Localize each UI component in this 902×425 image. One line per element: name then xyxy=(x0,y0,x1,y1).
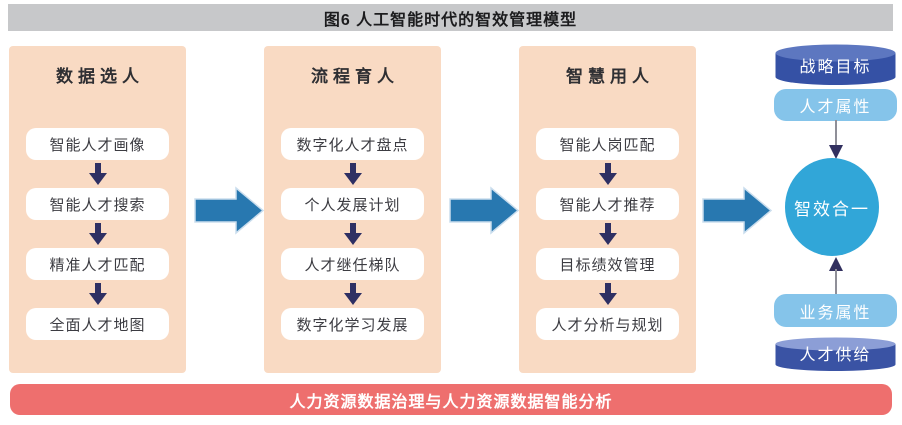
panel-process-development: 流程育人 数字化人才盘点 个人发展计划 人才继任梯队 数字化学习发展 xyxy=(264,46,441,373)
flow-step: 人才继任梯队 xyxy=(281,248,424,280)
figure-title: 图6 人工智能时代的智效管理模型 xyxy=(8,4,893,31)
flow-step: 人才分析与规划 xyxy=(536,308,679,340)
panel-header: 数据选人 xyxy=(56,67,144,86)
step-down-arrow-icon xyxy=(598,223,617,245)
attr-down-arrow-icon xyxy=(829,120,843,159)
flow-step: 数字化学习发展 xyxy=(281,308,424,340)
cylinder-label: 战略目标 xyxy=(799,59,872,76)
step-down-arrow-icon xyxy=(343,163,362,185)
flow-step: 智能人才推荐 xyxy=(536,188,679,220)
flow-step: 个人发展计划 xyxy=(281,188,424,220)
panel-header: 智慧用人 xyxy=(566,67,654,86)
panel-data-selection: 数据选人 智能人才画像 智能人才搜索 精准人才匹配 全面人才地图 xyxy=(9,46,186,373)
step-down-arrow-icon xyxy=(598,163,617,185)
flow-right-arrow-icon xyxy=(702,186,772,235)
step-down-arrow-icon xyxy=(88,223,107,245)
step-down-arrow-icon xyxy=(88,283,107,305)
pill-label: 人才属性 xyxy=(799,99,872,116)
panel-header: 流程育人 xyxy=(311,67,399,86)
flow-step: 目标绩效管理 xyxy=(536,248,679,280)
panel-smart-employment: 智慧用人 智能人岗匹配 智能人才推荐 目标绩效管理 人才分析与规划 xyxy=(519,46,696,373)
flow-right-arrow-icon xyxy=(449,186,519,235)
business-attribute-pill: 业务属性 xyxy=(774,294,897,327)
strategic-goal-cylinder: 战略目标 xyxy=(775,44,896,86)
flow-step: 全面人才地图 xyxy=(26,308,169,340)
step-down-arrow-icon xyxy=(88,163,107,185)
flow-step: 数字化人才盘点 xyxy=(281,128,424,160)
flow-right-arrow-icon xyxy=(194,186,264,235)
footer-text: 人力资源数据治理与人力资源数据智能分析 xyxy=(289,393,613,411)
flow-step: 精准人才匹配 xyxy=(26,248,169,280)
pill-label: 业务属性 xyxy=(799,304,872,322)
flow-step: 智能人才搜索 xyxy=(26,188,169,220)
talent-attribute-pill: 人才属性 xyxy=(774,89,897,121)
figure-title-text: 图6 人工智能时代的智效管理模型 xyxy=(323,11,578,29)
circle-label: 智效合一 xyxy=(794,199,870,219)
step-down-arrow-icon xyxy=(598,283,617,305)
flow-step: 智能人才画像 xyxy=(26,128,169,160)
attr-up-arrow-icon xyxy=(829,257,843,295)
smart-efficiency-circle: 智效合一 xyxy=(785,158,879,256)
flow-step: 智能人岗匹配 xyxy=(536,128,679,160)
cylinder-shape xyxy=(775,337,896,371)
step-down-arrow-icon xyxy=(343,283,362,305)
cylinder-shape xyxy=(775,44,896,85)
cylinder-label: 人才供给 xyxy=(799,347,872,364)
talent-supply-cylinder: 人才供给 xyxy=(775,337,896,372)
step-down-arrow-icon xyxy=(343,223,362,245)
data-governance-footer: 人力资源数据治理与人力资源数据智能分析 xyxy=(10,384,892,415)
